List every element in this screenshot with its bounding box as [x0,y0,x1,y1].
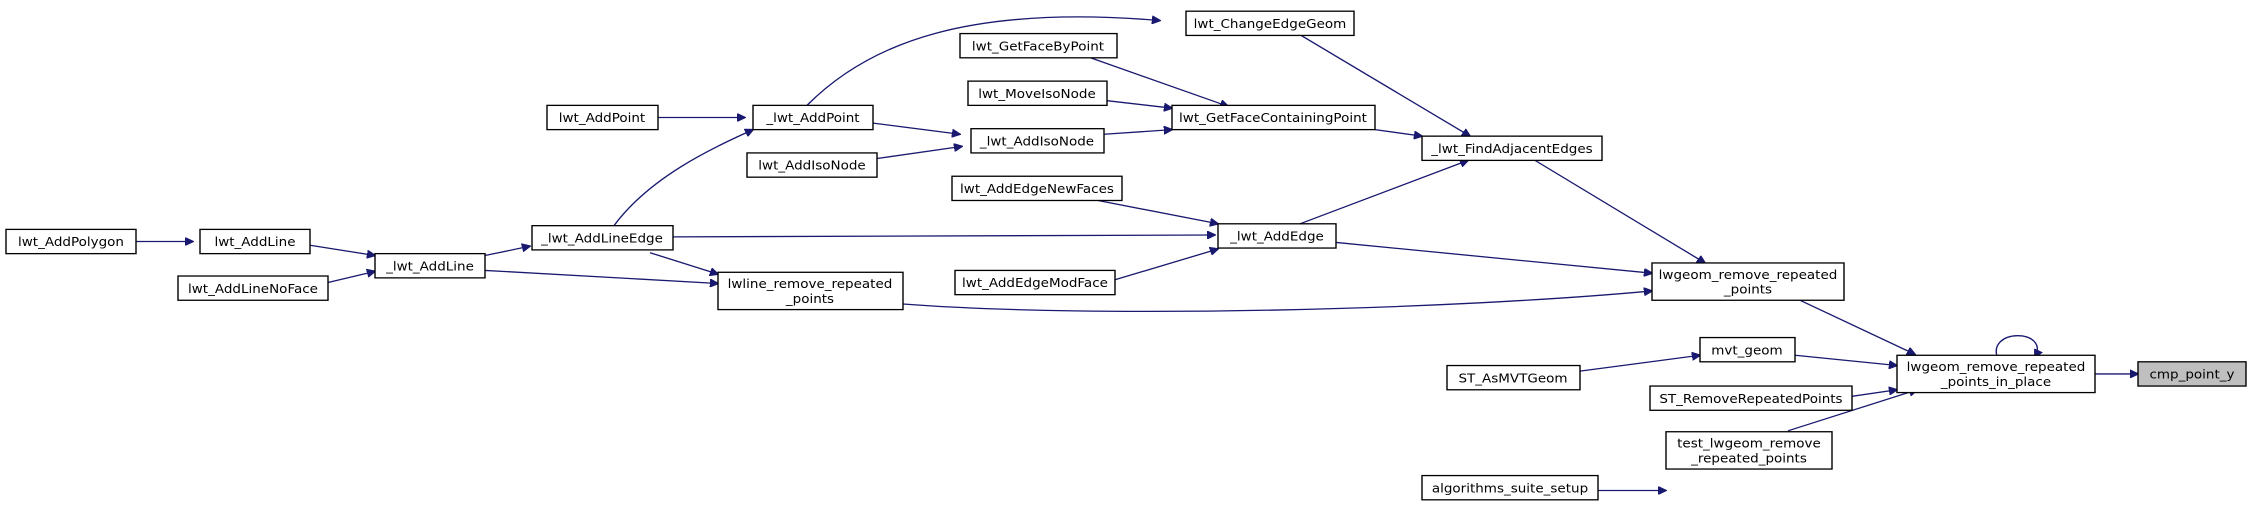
edge-lwgeom-rrp-to-in-place [1797,298,1915,354]
node-label: algorithms_suite_setup [1432,482,1588,496]
node-label: lwt_AddPolygon [18,236,124,250]
edge-addlineedge-to-addpoint-internal [613,130,753,227]
node-label: lwt_GetFaceContainingPoint [1179,112,1367,126]
node-lwt-getfacebypoint[interactable]: lwt_GetFaceByPoint [959,32,1118,59]
edges [136,17,2138,491]
node-label-line-2: _points [785,292,834,306]
edge-self-loop-lwgeom-rrp-in-place [1995,335,2037,360]
node-test-lwgeom-remove-repeated-points[interactable]: test_lwgeom_remove _repeated_points [1665,431,1833,470]
node-label: cmp_point_y [2149,368,2234,382]
node-cmp-point-y[interactable]: cmp_point_y [2137,361,2247,387]
edge-addlineedge-to-addedge [672,235,1215,237]
node-lwt-addlinenoface[interactable]: lwt_AddLineNoFace [177,275,329,301]
node-label: _lwt_AddEdge [1229,230,1324,244]
node-label-line-1: lwline_remove_repeated [728,278,893,292]
edge-getfacebypoint-to-getfacecontainingpoint [1087,56,1228,106]
node-lwgeom-remove-repeated-points[interactable]: lwgeom_remove_repeated _points [1651,262,1845,301]
node-algorithms-suite-setup[interactable]: algorithms_suite_setup [1421,474,1599,501]
node-lwt-changeedgegeom[interactable]: lwt_ChangeEdgeGeom [1185,10,1355,37]
node-label: _lwt_FindAdjacentEdges [1430,142,1593,156]
node-label: _lwt_AddLine [385,260,474,274]
node-lwt-addedgenewfaces[interactable]: lwt_AddEdgeNewFaces [951,175,1123,202]
node-label: lwt_AddLine [214,236,295,250]
node-label-line-2: _points [1723,283,1772,297]
node-label: lwt_GetFaceByPoint [972,40,1104,54]
node-label: lwt_AddEdgeModFace [962,277,1108,291]
edge-addline-internal-to-lwline-rrp [484,269,718,283]
node-lwgeom-remove-repeated-points-in-place[interactable]: lwgeom_remove_repeated _points_in_place [1896,354,2096,394]
node-lwt-addline[interactable]: lwt_AddLine [199,228,311,255]
nodes: cmp_point_y lwgeom_remove_repeated _poin… [5,10,2247,501]
edge-lwline-rrp-to-lwgeom-rrp [902,291,1652,313]
node-lwt-addisonode[interactable]: lwt_AddIsoNode [746,152,878,178]
edge-moveisonode-to-getfacecontainingpoint [1106,100,1172,108]
node-label-line-2: _points_in_place [1940,375,2051,389]
node-label: lwt_AddLineNoFace [188,282,318,296]
node-label: lwt_AddEdgeNewFaces [960,182,1114,196]
node-label: lwt_AddIsoNode [758,159,865,173]
node-label: lwt_MoveIsoNode [978,87,1096,101]
edge-lwt-addline-to-addline-internal [309,244,375,255]
node-lwt-addpoint[interactable]: lwt_AddPoint [546,104,659,131]
edge-st-asmvtgeom-to-mvt-geom [1579,355,1700,372]
node-lwt-addlineedge-internal[interactable]: _lwt_AddLineEdge [531,225,674,251]
node-label-line-1: lwgeom_remove_repeated [1907,361,2086,375]
node-lwt-addpoint-internal[interactable]: _lwt_AddPoint [752,104,874,131]
edge-addedge-to-lwgeom-rrp [1335,241,1652,273]
node-st-removerepeatedpoints[interactable]: ST_RemoveRepeatedPoints [1649,385,1853,411]
edge-addlineedge-to-lwline-rrp [649,252,718,274]
node-label: lwt_AddPoint [559,112,645,126]
edge-st-removerepeatedpoints-to-in-place [1851,390,1897,397]
node-label: lwt_ChangeEdgeGeom [1194,17,1347,31]
edge-addpoint-internal-to-addisonode [872,122,960,134]
node-label-line-1: lwgeom_remove_repeated [1659,268,1838,282]
edge-addedgenewfaces-to-addedge [1097,199,1218,223]
node-label: _lwt_AddIsoNode [979,135,1094,149]
edge-getfacecontainingpoint-to-findadjacentedges [1374,128,1422,137]
edge-changeedgegeom-to-findadjacentedges [1297,33,1470,137]
node-lwt-addedgemodface[interactable]: lwt_AddEdgeModFace [954,269,1116,296]
edge-addpoint-internal-to-changeedgegeom [806,17,1160,106]
node-label: _lwt_AddLineEdge [540,232,663,246]
node-lwt-getfacecontainingpoint[interactable]: lwt_GetFaceContainingPoint [1171,104,1376,131]
node-label: ST_AsMVTGeom [1458,372,1567,386]
edge-lwt-addisonode-to-addisonode-internal [876,146,962,160]
node-label-line-2: _repeated_points [1690,452,1807,466]
edge-addline-internal-to-addlineedge [484,246,530,257]
edge-addedgemodface-to-addedge [1111,249,1218,282]
node-mvt-geom[interactable]: mvt_geom [1699,336,1796,363]
node-label: ST_RemoveRepeatedPoints [1659,392,1842,406]
node-lwline-remove-repeated-points[interactable]: lwline_remove_repeated _points [717,271,904,311]
node-lwt-addedge-internal[interactable]: _lwt_AddEdge [1217,223,1337,249]
edge-findadjacentedges-to-lwgeom-rrp [1534,159,1705,263]
edge-mvt-geom-to-in-place [1794,354,1897,365]
node-lwt-addpolygon[interactable]: lwt_AddPolygon [5,228,137,255]
node-label: mvt_geom [1711,344,1782,358]
node-lwt-moveisonode[interactable]: lwt_MoveIsoNode [967,80,1108,107]
node-st-asmvtgeom[interactable]: ST_AsMVTGeom [1446,364,1581,391]
edge-addlinenoface-to-addline-internal [327,271,375,284]
node-label: _lwt_AddPoint [765,112,859,126]
node-lwt-findadjacentedges[interactable]: _lwt_FindAdjacentEdges [1421,135,1603,162]
node-lwt-addline-internal[interactable]: _lwt_AddLine [374,252,486,279]
node-label-line-1: test_lwgeom_remove [1677,437,1821,451]
edge-addedge-to-findadjacentedges [1299,160,1468,225]
edge-addisonode-to-getfacecontainingpoint [1103,130,1172,135]
node-lwt-addisonode-internal[interactable]: _lwt_AddIsoNode [970,128,1105,154]
